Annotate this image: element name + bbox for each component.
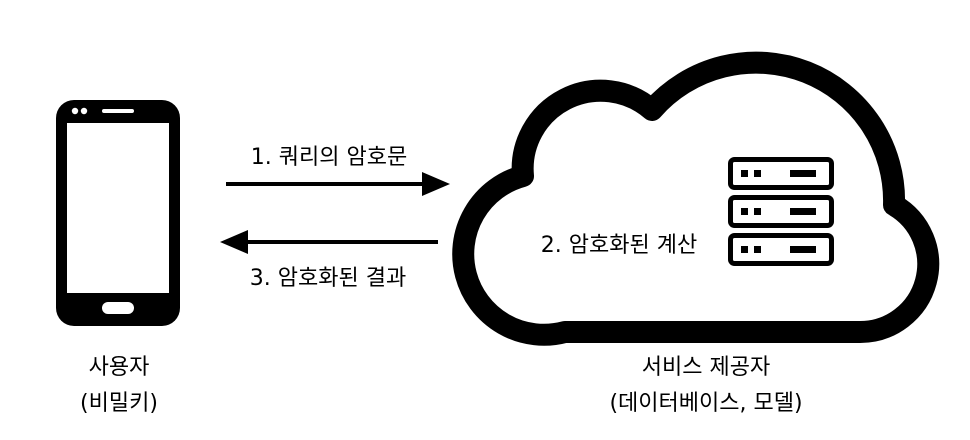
query-step-label: 1. 쿼리의 암호문 (251, 145, 407, 170)
result-arrow (220, 230, 438, 254)
compute-step-label: 2. 암호화된 계산 (541, 233, 697, 258)
smartphone-icon (56, 100, 180, 326)
server-unit (728, 157, 834, 190)
user-label: 사용자 (89, 355, 150, 380)
provider-sublabel: (데이터베이스, 모델) (609, 391, 802, 416)
result-step-label: 3. 암호화된 결과 (250, 266, 406, 291)
provider-label: 서비스 제공자 (642, 355, 770, 380)
server-rack-icon (728, 157, 834, 266)
server-unit (728, 195, 834, 228)
cloud-icon (452, 51, 940, 346)
user-sublabel: (비밀키) (80, 391, 158, 416)
server-unit (728, 233, 834, 266)
query-arrow (226, 172, 450, 196)
